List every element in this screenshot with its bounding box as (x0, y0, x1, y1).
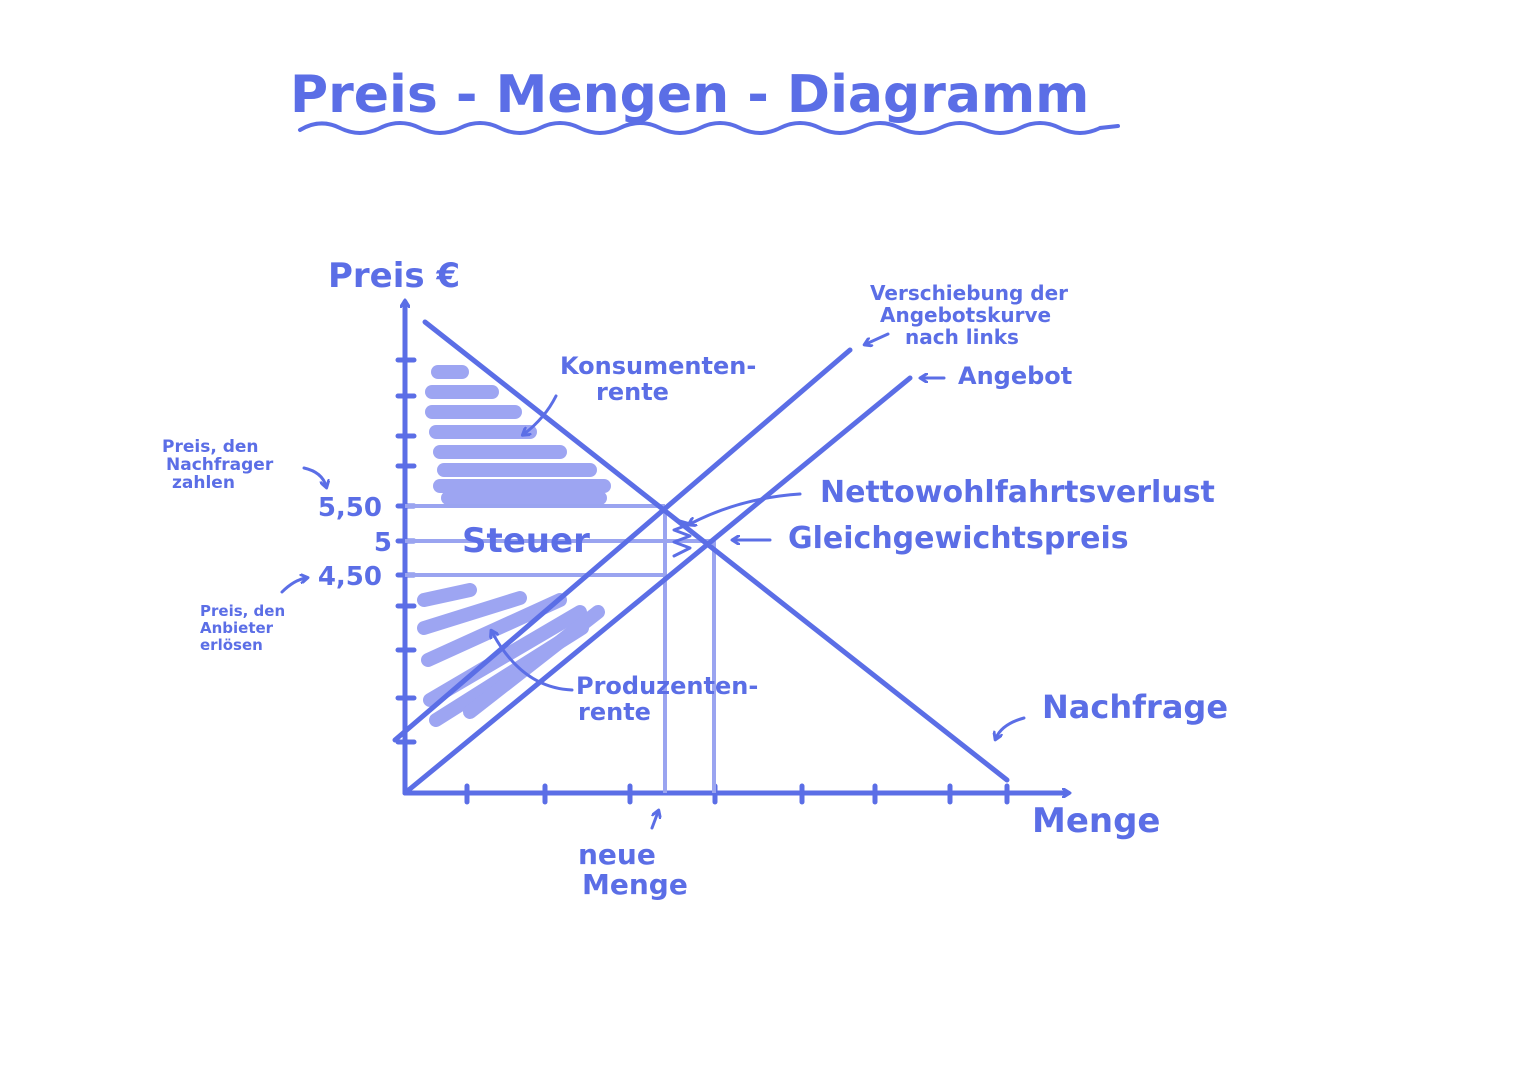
new-quantity-label-line-2: Menge (582, 868, 688, 901)
producer-price-label-line-2: Anbieter (200, 619, 274, 637)
equilibrium-price-label: Gleichgewichtspreis (788, 521, 1129, 556)
diagram-title: Preis - Mengen - Diagramm (290, 65, 1089, 125)
supply-curve (402, 375, 913, 796)
producer-surplus-label-line-2: rente (578, 698, 651, 726)
supply-shift-arrow (866, 332, 890, 344)
price-guide-lines (405, 504, 716, 793)
supply-shift-label-line-3: nach links (905, 325, 1019, 349)
deadweight-loss-label: Nettowohlfahrtsverlust (820, 475, 1215, 510)
demand-arrow (996, 716, 1026, 738)
producer-price-label-line-1: Preis, den (200, 602, 285, 620)
supply-shift-label-line-2: Angebotskurve (880, 303, 1051, 327)
producer-surplus-arrow (492, 632, 574, 692)
price-tick-5-50: 5,50 (318, 493, 382, 523)
supply-shift-label-line-1: Verschiebung der (870, 281, 1068, 305)
deadweight-loss-arrow (690, 492, 802, 524)
consumer-surplus-label-line-2: rente (596, 378, 669, 406)
tax-label: Steuer (462, 521, 590, 561)
price-tick-5: 5 (374, 528, 392, 558)
consumer-surplus-arrow (524, 394, 558, 434)
supply-label: Angebot (958, 362, 1072, 390)
y-axis-label: Preis € (328, 256, 460, 296)
consumer-surplus-shading (425, 365, 611, 505)
demand-curve (422, 319, 1010, 783)
new-quantity-arrow (650, 812, 658, 830)
price-tick-4-50: 4,50 (318, 562, 382, 592)
producer-surplus-label-line-1: Produzenten- (576, 672, 758, 700)
demand-label: Nachfrage (1042, 688, 1228, 726)
producer-price-arrow (280, 578, 306, 594)
title-underline (298, 121, 1120, 135)
supply-shift-label: Verschiebung der Angebotskurve nach link… (870, 281, 1075, 349)
x-axis-ticks (464, 783, 1010, 805)
consumer-price-arrow (302, 466, 326, 486)
producer-surplus-label: Produzenten- rente (576, 672, 767, 726)
consumer-price-label: Preis, den Nachfrager zahlen (162, 437, 279, 493)
consumer-price-label-line-3: zahlen (172, 473, 235, 493)
x-axis-label: Menge (1032, 801, 1161, 841)
new-quantity-label-line-1: neue (578, 838, 656, 871)
consumer-price-label-line-2: Nachfrager (166, 455, 274, 475)
producer-price-label: Preis, den Anbieter erlösen (200, 602, 290, 654)
consumer-price-label-line-1: Preis, den (162, 437, 259, 457)
annotation-arrows (280, 332, 1026, 830)
consumer-surplus-label: Konsumenten- rente (560, 352, 765, 406)
producer-surplus-shading (417, 583, 605, 727)
new-quantity-label: neue Menge (578, 838, 688, 901)
consumer-surplus-label-line-1: Konsumenten- (560, 352, 756, 380)
producer-price-label-line-3: erlösen (200, 636, 263, 654)
deadweight-loss-squiggle (672, 518, 692, 558)
shifted-supply-curve (392, 347, 853, 743)
